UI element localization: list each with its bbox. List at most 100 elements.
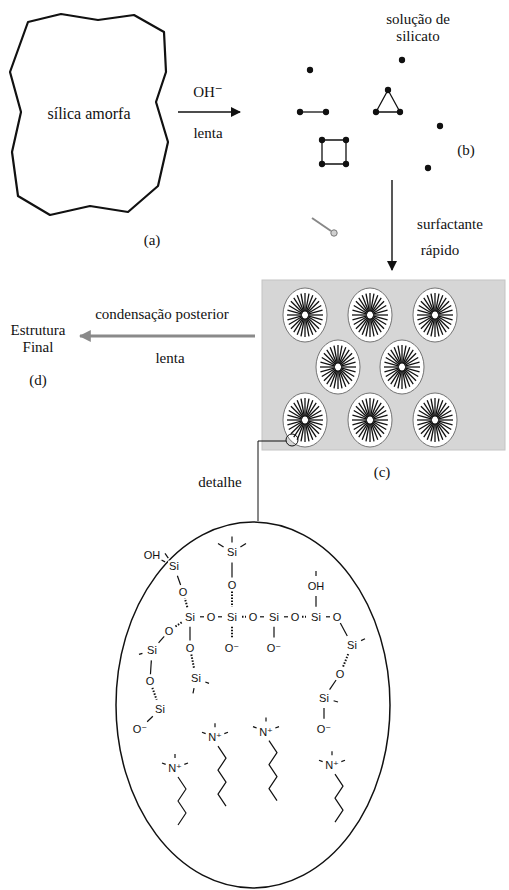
rate-label: lenta: [155, 350, 184, 367]
process-label: condensação posterior: [95, 306, 229, 323]
micelle: [283, 393, 327, 447]
surfactant-ray: [438, 419, 453, 420]
surfactant-ray: [371, 424, 374, 442]
reagent-label: OH⁻: [193, 84, 223, 101]
methyl-stub: [275, 727, 279, 728]
surfactant-ray: [341, 366, 356, 367]
surfactant-ray: [306, 424, 309, 442]
surfactant-ray: [352, 314, 367, 315]
surfactant-ray: [401, 345, 402, 363]
trimer-ring: [376, 90, 400, 112]
surfactant-ray: [301, 294, 304, 312]
chemical-bond: [302, 616, 306, 618]
species-label: solução de silicato: [366, 11, 470, 44]
surfactant-ray: [405, 362, 420, 366]
micelle-core: [336, 365, 341, 370]
chemical-bond: [284, 616, 288, 617]
silicate-dot: [344, 162, 349, 167]
surfactant-ray: [373, 419, 388, 420]
atom-symbol: Si: [310, 611, 322, 622]
chemical-bond: [260, 616, 264, 617]
micelle-outline: [283, 288, 327, 342]
atom-symbol: O: [145, 676, 156, 687]
silicate-dot: [374, 110, 379, 115]
surfactant-ray: [434, 319, 435, 337]
surfactant-ray: [304, 424, 305, 442]
alkyl-chain: [218, 746, 226, 806]
methyl-stub: [361, 639, 365, 641]
atom-symbol: O: [227, 579, 238, 590]
rate-label: rápido: [421, 242, 459, 259]
surfactant-ray: [384, 368, 399, 372]
silicate-dot: [386, 88, 391, 93]
chemical-bond: [200, 616, 204, 617]
surfactant-ray: [304, 398, 305, 416]
surfactant-ray: [369, 424, 370, 442]
methyl-stub: [253, 727, 257, 728]
detail-circle: [116, 522, 390, 888]
surfactant-ray: [417, 419, 432, 420]
methyl-stub: [165, 553, 168, 558]
surfactant-ray: [308, 314, 323, 315]
surfactant-ray: [369, 293, 370, 311]
surfactant-ray: [339, 371, 342, 389]
chemical-bond: [340, 623, 347, 636]
chemical-bond: [177, 576, 180, 585]
surfactant-ray: [301, 399, 304, 417]
methyl-stub: [224, 732, 228, 733]
silicate-dot: [344, 138, 349, 143]
chemical-bond: [218, 616, 222, 617]
surfactant-ray: [308, 419, 323, 420]
surfactant-ray: [438, 314, 453, 315]
rate-label: lenta: [193, 125, 222, 142]
atom-symbol: Si: [190, 673, 202, 684]
silica-blob: sílica amorfa: [6, 10, 172, 218]
atom-symbol: N⁺: [258, 726, 274, 737]
atom-symbol: Si: [346, 639, 358, 650]
chemical-bond: [330, 680, 337, 690]
surfactant-ray: [384, 366, 399, 367]
stage-letter: (c): [374, 464, 391, 481]
surfactant-ray: [366, 399, 369, 417]
chemical-bond: [150, 660, 152, 674]
chemical-bond: [152, 688, 156, 700]
methyl-stub: [315, 571, 316, 576]
node-text: sílica amorfa: [47, 105, 130, 123]
atom-symbol: Si: [226, 611, 238, 622]
silicate-dot: [400, 58, 405, 63]
atom-symbol: N⁺: [167, 763, 183, 774]
chemical-bond: [231, 562, 232, 577]
silicate-dot: [320, 162, 325, 167]
methyl-stub: [240, 543, 246, 547]
methyl-stub: [139, 653, 142, 654]
surfactant-ray: [403, 371, 406, 389]
atom-symbol: Si: [318, 693, 330, 704]
surfactant-icon: [312, 218, 337, 236]
tetramer-ring: [322, 140, 346, 164]
surfactant-ray: [371, 319, 374, 337]
surfactant-ray: [438, 415, 453, 419]
atom-symbol: O: [290, 611, 301, 622]
reaction-arrow: [178, 111, 240, 112]
methyl-stub: [218, 543, 224, 547]
chemical-bond: [189, 627, 190, 641]
stage-letter: (d): [29, 372, 47, 389]
micelle-outline: [348, 393, 392, 447]
micelle: [316, 340, 360, 394]
chemical-bond: [175, 622, 182, 627]
surfactant-ray: [431, 294, 434, 312]
atom-symbol: O: [178, 586, 189, 597]
atom-symbol: Si: [154, 704, 166, 715]
micelle-core: [433, 313, 438, 318]
micelle-core: [433, 418, 438, 423]
methyl-stub: [331, 751, 332, 755]
surfactant-ray: [287, 421, 302, 425]
atom-symbol: N⁺: [207, 732, 223, 743]
atom-symbol: Si: [146, 645, 158, 656]
surfactant-ray: [366, 294, 369, 312]
silicate-dot: [426, 166, 431, 171]
detail-marker: [286, 434, 298, 446]
micelle: [283, 288, 327, 342]
surfactant-ray: [438, 310, 453, 314]
chemical-bond: [147, 716, 153, 722]
